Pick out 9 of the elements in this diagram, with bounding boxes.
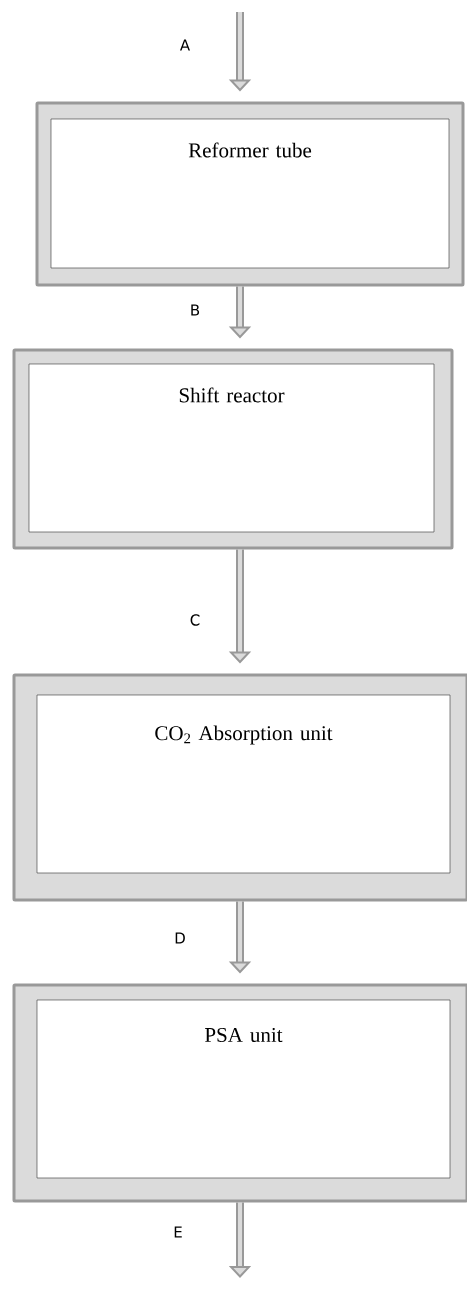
unit-box: PSA unit: [12, 983, 467, 1203]
edge-label: C: [188, 613, 202, 627]
edge-label: D: [173, 931, 187, 945]
unit-box: Shift reactor: [12, 348, 454, 550]
unit-box: CO$_{2}$ Absorption unit: [12, 673, 467, 902]
unit-box: Reformer tube: [35, 101, 465, 287]
edge-label: B: [188, 303, 202, 317]
edge-label: A: [178, 38, 192, 52]
edge-label: E: [172, 1225, 184, 1239]
